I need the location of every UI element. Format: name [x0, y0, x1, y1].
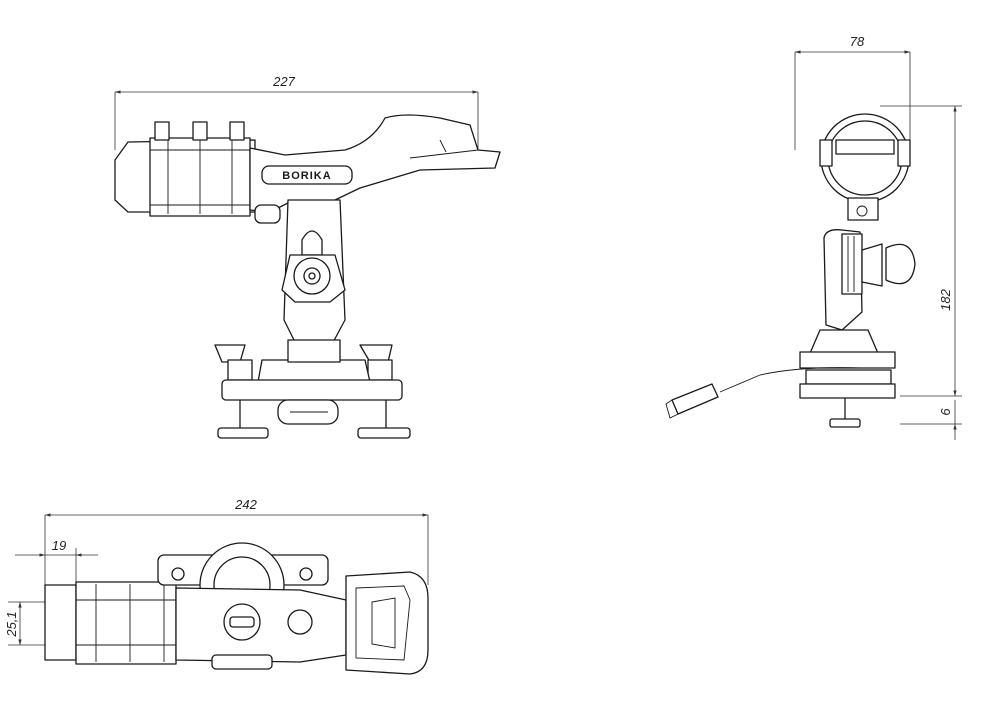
side-height-dimension: 182: [880, 105, 962, 397]
side-base-label: 6: [938, 408, 953, 416]
top-slot-label: 25,1: [4, 611, 19, 637]
holder-body: BORIKA: [249, 114, 501, 224]
top-length-label: 242: [234, 497, 257, 512]
top-body: [175, 587, 347, 670]
top-offset-label: 19: [52, 538, 66, 553]
top-clamp: [44, 581, 177, 665]
top-slot-dimension: 25,1: [4, 601, 50, 646]
side-width-dimension: 78: [794, 34, 911, 150]
front-width-dimension: 227: [114, 74, 479, 150]
side-cable: [665, 367, 861, 419]
side-width-label: 78: [850, 34, 865, 49]
side-base-dimension: 6: [900, 400, 962, 440]
side-base: [799, 329, 896, 428]
top-length-dimension: 242: [44, 497, 429, 585]
swivel-column: [281, 199, 346, 349]
top-view: 242 19 25,1: [4, 497, 429, 675]
side-tube: [819, 113, 911, 221]
side-height-label: 182: [938, 288, 953, 310]
front-width-label: 227: [272, 74, 295, 89]
rod-clamp: [114, 121, 256, 217]
side-column: [823, 229, 916, 331]
top-grip: [345, 571, 429, 675]
front-view: 227 BORIKA: [114, 74, 501, 439]
track-base: [214, 339, 411, 439]
top-offset-dimension: 19: [15, 538, 98, 585]
borika-logo: BORIKA: [282, 170, 331, 182]
side-view: 78 182 6: [665, 34, 962, 440]
